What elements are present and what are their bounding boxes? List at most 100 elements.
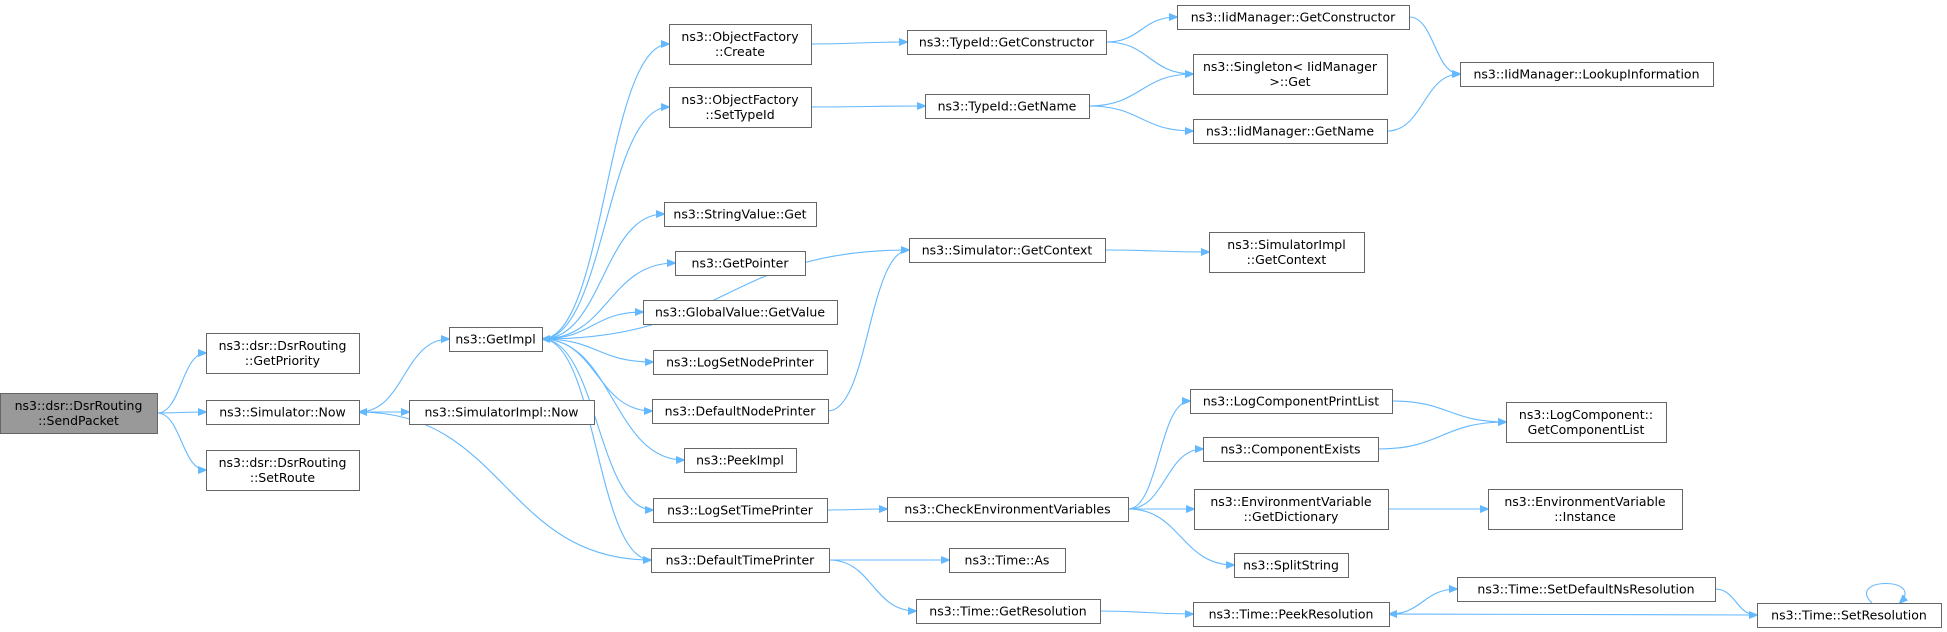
node-box: [652, 399, 829, 424]
edge-get-impl-to-stringvalue-get: [541, 214, 664, 340]
node-time-setresolution[interactable]: ns3::Time::SetResolution: [1757, 603, 1942, 628]
node-box: [651, 548, 830, 573]
node-label: ::GetDictionary: [1244, 509, 1339, 524]
node-label: ns3::IidManager::LookupInformation: [1473, 67, 1699, 82]
node-iid-lookupinfo[interactable]: ns3::IidManager::LookupInformation: [1460, 62, 1714, 87]
node-label: ::SetRoute: [250, 470, 316, 485]
node-label: ns3::IidManager::GetName: [1206, 124, 1374, 139]
edge-get-impl-to-of-settypeid: [541, 107, 669, 340]
node-time-peekresolution[interactable]: ns3::Time::PeekResolution: [1193, 602, 1390, 627]
edge-time-setresolution-to-time-setresolution: [1866, 583, 1906, 604]
node-label: ns3::ComponentExists: [1220, 442, 1360, 457]
edge-of-settypeid-to-typeid-getname: [810, 106, 925, 107]
node-box: [949, 548, 1066, 573]
node-time-getresolution[interactable]: ns3::Time::GetResolution: [916, 599, 1101, 624]
node-label: ns3::CheckEnvironmentVariables: [904, 502, 1110, 517]
node-label: ns3::SimulatorImpl::Now: [424, 405, 578, 420]
node-checkenv[interactable]: ns3::CheckEnvironmentVariables: [887, 497, 1129, 522]
node-label: ns3::TypeId::GetConstructor: [919, 35, 1095, 50]
node-envvar-getdict[interactable]: ns3::EnvironmentVariable::GetDictionary: [1194, 489, 1389, 530]
node-sim-now[interactable]: ns3::Simulator::Now: [206, 400, 360, 425]
node-time-setdefaultns[interactable]: ns3::Time::SetDefaultNsResolution: [1457, 577, 1716, 602]
edge-time-peekresolution-to-time-setdefaultns: [1388, 589, 1457, 615]
node-box: [1234, 553, 1349, 578]
node-get-impl[interactable]: ns3::GetImpl: [449, 327, 543, 352]
node-label: ns3::Simulator::GetContext: [922, 243, 1093, 258]
node-simimpl-getcontext[interactable]: ns3::SimulatorImpl::GetContext: [1209, 232, 1365, 273]
node-get-priority[interactable]: ns3::dsr::DsrRouting::GetPriority: [206, 333, 360, 374]
node-label: ns3::DefaultNodePrinter: [665, 404, 817, 419]
node-box: [1190, 389, 1393, 414]
node-label: ns3::Time::SetResolution: [1771, 608, 1927, 623]
node-peekimpl[interactable]: ns3::PeekImpl: [684, 448, 797, 473]
edge-defaultnodeprinter-to-sim-getcontext: [827, 250, 909, 412]
node-logsetnodeprinter[interactable]: ns3::LogSetNodePrinter: [653, 350, 828, 375]
edge-typeid-getconstructor-to-singleton-get: [1105, 41, 1193, 74]
node-box: [1488, 489, 1683, 530]
node-box: [669, 87, 812, 128]
node-sim-getcontext[interactable]: ns3::Simulator::GetContext: [909, 238, 1106, 263]
node-label: ::GetContext: [1247, 252, 1327, 267]
node-label: ns3::SplitString: [1243, 558, 1339, 573]
node-time-as[interactable]: ns3::Time::As: [949, 548, 1066, 573]
node-label: ::GetPriority: [245, 353, 321, 368]
node-singleton-get[interactable]: ns3::Singleton< IidManager>::Get: [1193, 54, 1388, 95]
node-logcompprintlist[interactable]: ns3::LogComponentPrintList: [1190, 389, 1393, 414]
node-simimpl-now[interactable]: ns3::SimulatorImpl::Now: [409, 400, 595, 425]
node-box: [643, 300, 838, 325]
edge-get-impl-to-defaulttimeprinter: [541, 338, 651, 560]
node-box: [1757, 603, 1942, 628]
node-box: [449, 327, 543, 352]
node-box: [1194, 489, 1389, 530]
edge-of-create-to-typeid-getconstructor: [810, 42, 907, 44]
node-box: [909, 238, 1106, 263]
node-logcomp-getlist[interactable]: ns3::LogComponent::GetComponentList: [1506, 402, 1667, 443]
edge-checkenv-to-componentexists: [1127, 449, 1203, 510]
node-label: ns3::Time::As: [965, 553, 1050, 568]
node-label: ns3::LogComponentPrintList: [1203, 394, 1379, 409]
node-logsettimeprinter[interactable]: ns3::LogSetTimePrinter: [653, 498, 828, 523]
node-defaultnodeprinter[interactable]: ns3::DefaultNodePrinter: [652, 399, 829, 424]
node-of-create[interactable]: ns3::ObjectFactory::Create: [669, 24, 812, 65]
node-of-settypeid[interactable]: ns3::ObjectFactory::SetTypeId: [669, 87, 812, 128]
node-label: GetComponentList: [1528, 422, 1645, 437]
node-defaulttimeprinter[interactable]: ns3::DefaultTimePrinter: [651, 548, 830, 573]
node-label: ns3::GetImpl: [455, 332, 535, 347]
node-typeid-getname[interactable]: ns3::TypeId::GetName: [925, 94, 1090, 119]
node-label: ::SetTypeId: [705, 107, 774, 122]
node-label: ns3::StringValue::Get: [673, 207, 806, 222]
node-label: ns3::GlobalValue::GetValue: [655, 305, 825, 320]
node-label: ns3::SimulatorImpl: [1227, 237, 1345, 252]
node-label: ::Instance: [1554, 509, 1616, 524]
node-label: ns3::Time::GetResolution: [929, 604, 1086, 619]
node-getpointer[interactable]: ns3::GetPointer: [675, 251, 806, 276]
node-label: ns3::PeekImpl: [696, 453, 784, 468]
node-label: ns3::Time::SetDefaultNsResolution: [1477, 582, 1694, 597]
node-gv-getvalue[interactable]: ns3::GlobalValue::GetValue: [643, 300, 838, 325]
node-splitstring[interactable]: ns3::SplitString: [1234, 553, 1349, 578]
node-label: ::Create: [715, 44, 765, 59]
node-set-route[interactable]: ns3::dsr::DsrRouting::SetRoute: [206, 450, 360, 491]
node-componentexists[interactable]: ns3::ComponentExists: [1203, 437, 1379, 462]
node-stringvalue-get[interactable]: ns3::StringValue::Get: [664, 202, 817, 227]
edge-get-impl-to-peekimpl: [541, 338, 684, 460]
node-box: [206, 333, 360, 374]
node-send-packet[interactable]: ns3::dsr::DsrRouting::SendPacket: [0, 393, 158, 434]
node-box: [1506, 402, 1667, 443]
node-box: [206, 450, 360, 491]
node-label: ns3::LogComponent::: [1519, 407, 1653, 422]
node-box: [907, 30, 1107, 55]
edge-checkenv-to-logcompprintlist: [1127, 401, 1190, 510]
node-iid-getconstructor[interactable]: ns3::IidManager::GetConstructor: [1177, 5, 1410, 30]
node-box: [664, 202, 817, 227]
node-typeid-getconstructor[interactable]: ns3::TypeId::GetConstructor: [907, 30, 1107, 55]
node-envvar-instance[interactable]: ns3::EnvironmentVariable::Instance: [1488, 489, 1683, 530]
node-box: [409, 400, 595, 425]
node-box: [653, 498, 828, 523]
node-label: ns3::EnvironmentVariable: [1210, 494, 1372, 509]
node-label: ns3::LogSetNodePrinter: [666, 355, 815, 370]
node-label: ns3::LogSetTimePrinter: [667, 503, 814, 518]
edge-get-impl-to-gv-getvalue: [541, 312, 643, 340]
node-iid-getname[interactable]: ns3::IidManager::GetName: [1193, 119, 1388, 144]
